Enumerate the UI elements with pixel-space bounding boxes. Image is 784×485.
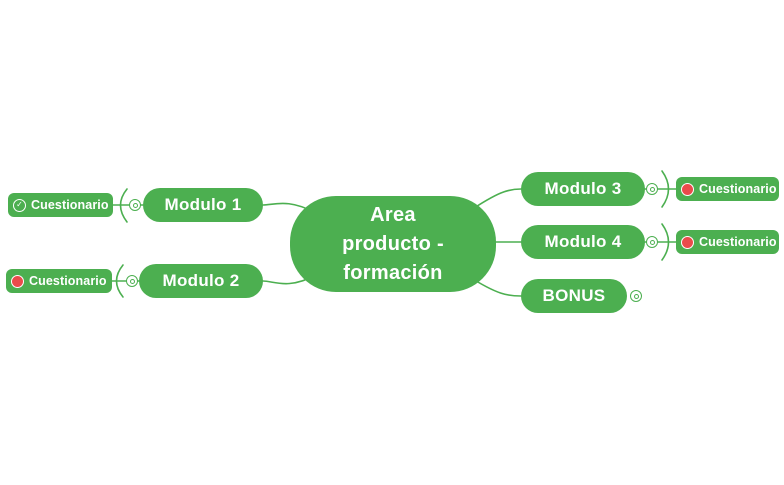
subtopic-cuestionario-modulo-1[interactable]: ✓ Cuestionario bbox=[8, 193, 113, 217]
subtopic-cuestionario-modulo-4-label: Cuestionario bbox=[699, 235, 777, 249]
toggle-badge-icon bbox=[129, 278, 135, 284]
subtopic-cuestionario-modulo-3-label: Cuestionario bbox=[699, 182, 777, 196]
collapse-toggle-modulo-1[interactable] bbox=[129, 199, 141, 211]
brace-modulo1-children bbox=[119, 188, 128, 223]
topic-modulo-2[interactable]: Modulo 2 bbox=[139, 264, 263, 298]
collapse-toggle-bonus[interactable] bbox=[630, 290, 642, 302]
subtopic-cuestionario-modulo-2-label: Cuestionario bbox=[29, 274, 107, 288]
topic-modulo-2-label: Modulo 2 bbox=[162, 271, 240, 290]
topic-bonus[interactable]: BONUS bbox=[521, 279, 627, 313]
subtopic-cuestionario-modulo-4[interactable]: Cuestionario bbox=[676, 230, 779, 254]
subtopic-cuestionario-modulo-1-label: Cuestionario bbox=[31, 198, 109, 212]
topic-modulo-1-label: Modulo 1 bbox=[164, 195, 242, 214]
check-circle-icon: ✓ bbox=[13, 198, 26, 212]
root-topic-label-line3: formación bbox=[343, 261, 443, 284]
subtopic-cuestionario-modulo-2[interactable]: Cuestionario bbox=[6, 269, 112, 293]
brace-modulo2-children bbox=[115, 264, 124, 298]
topic-modulo-3-label: Modulo 3 bbox=[544, 179, 622, 198]
collapse-toggle-modulo-3[interactable] bbox=[646, 183, 658, 195]
red-dot-icon bbox=[11, 274, 24, 288]
subtopic-cuestionario-modulo-3[interactable]: Cuestionario bbox=[676, 177, 779, 201]
topic-modulo-1[interactable]: Modulo 1 bbox=[143, 188, 263, 222]
red-dot-icon bbox=[681, 235, 694, 249]
collapse-toggle-modulo-4[interactable] bbox=[646, 236, 658, 248]
root-topic-label-line2: producto - bbox=[342, 232, 444, 255]
root-topic[interactable]: Area producto - formación bbox=[290, 196, 496, 292]
topic-bonus-label: BONUS bbox=[542, 286, 606, 305]
topic-modulo-4[interactable]: Modulo 4 bbox=[521, 225, 645, 259]
collapse-toggle-modulo-2[interactable] bbox=[126, 275, 138, 287]
toggle-badge-icon bbox=[132, 202, 138, 208]
root-topic-label-line1: Area bbox=[370, 203, 416, 226]
toggle-badge-icon bbox=[633, 293, 639, 299]
brace-modulo3-children bbox=[661, 170, 670, 208]
topic-modulo-4-label: Modulo 4 bbox=[544, 232, 622, 251]
toggle-badge-icon bbox=[649, 239, 655, 245]
brace-modulo4-children bbox=[661, 223, 670, 261]
topic-modulo-3[interactable]: Modulo 3 bbox=[521, 172, 645, 206]
toggle-badge-icon bbox=[649, 186, 655, 192]
red-dot-icon bbox=[681, 182, 694, 196]
